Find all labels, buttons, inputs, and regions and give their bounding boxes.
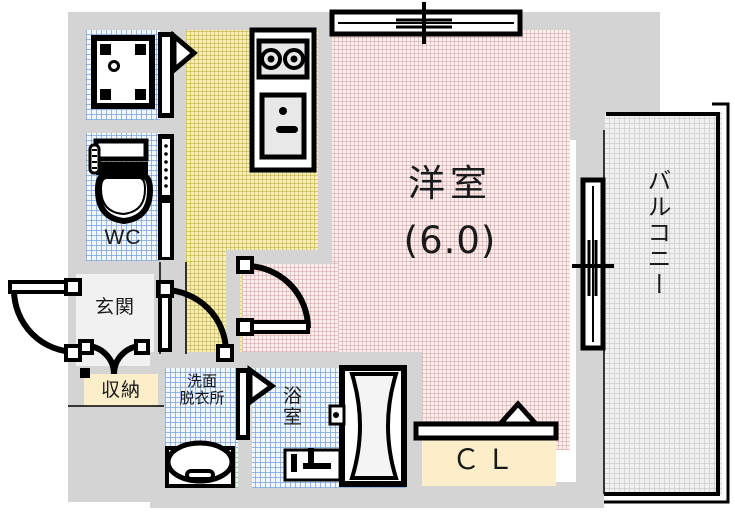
wall-genkan-bottom	[68, 406, 164, 430]
wall-wc-bottom	[80, 261, 166, 274]
wall-hall-step	[232, 250, 332, 264]
wall-bath-right	[406, 352, 422, 488]
wall-kitchen-right	[318, 30, 332, 262]
area-balcony	[604, 112, 722, 494]
room-shuno	[84, 374, 158, 408]
wall-wc-partition	[80, 120, 166, 133]
room-washitsu-west	[238, 262, 338, 352]
